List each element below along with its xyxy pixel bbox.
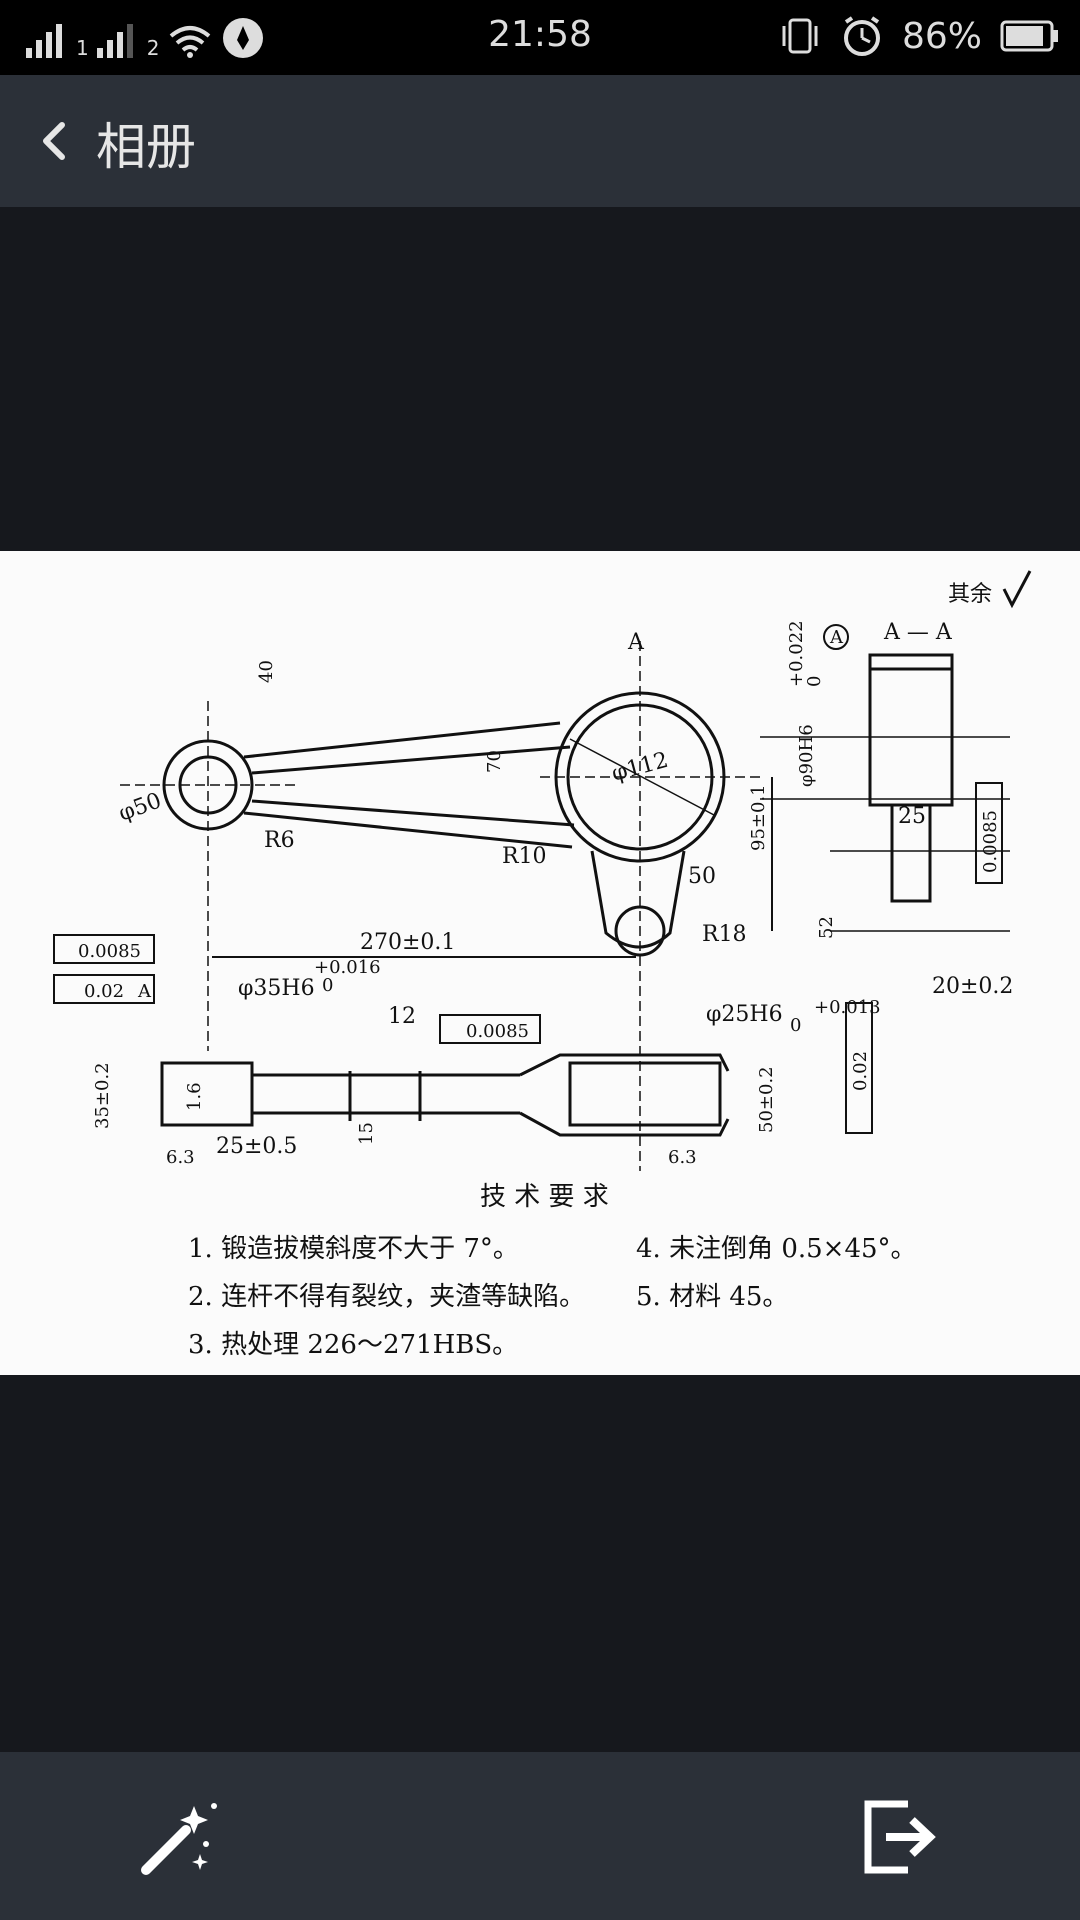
dim-40: 40 (256, 660, 277, 683)
battery-percent: 86% (901, 15, 982, 57)
dim-270: 270±0.1 (360, 930, 455, 955)
requirements-title: 技 术 要 求 (480, 1182, 609, 1212)
dim-phi35-up: +0.016 (314, 957, 381, 978)
front-section-view (160, 1053, 730, 1137)
connecting-rod-drawing: 其余 A — A (53, 570, 1032, 1360)
tol-frame-1 (53, 934, 155, 964)
tol-value-3: 0.0085 (466, 1021, 529, 1042)
sim1-label: 1 (76, 36, 89, 60)
dim-95: 95±0.1 (748, 784, 769, 851)
tol-value-5: 0.02 (850, 1051, 871, 1091)
dim-25: 25 (898, 804, 926, 829)
notification-icon (223, 18, 264, 58)
datum-a-circle: A (829, 627, 844, 648)
dim-50-02: 50±0.2 (756, 1066, 777, 1133)
dim-52: 52 (816, 916, 837, 939)
roughness-check-icon (1002, 570, 1032, 609)
top-app-bar: 相册 (0, 75, 1080, 207)
dim-r6: R6 (264, 828, 295, 853)
clock: 21:58 (488, 14, 592, 55)
tol-frame-3 (439, 1014, 541, 1044)
signal-icon (26, 24, 62, 58)
requirement-2: 2. 连杆不得有裂纹，夹渣等缺陷。 (188, 1282, 585, 1312)
dim-25-05: 25±0.5 (216, 1134, 297, 1159)
datum-a-top: A (627, 630, 645, 655)
dim-phi35: φ35H6 (238, 976, 315, 1001)
signal-icon-2 (96, 24, 133, 58)
requirement-5: 5. 材料 45。 (636, 1282, 788, 1312)
dim-phi90-lo: 0 (804, 676, 825, 687)
dim-phi25: φ25H6 (706, 1002, 783, 1027)
status-right: 86% (778, 14, 1060, 58)
tol-frame-2 (53, 974, 155, 1004)
roughness-6-3-a: 6.3 (166, 1147, 195, 1168)
alarm-icon (843, 16, 880, 56)
section-aa-view (760, 624, 1010, 932)
status-bar: 1 2 21:58 (0, 0, 1080, 75)
sim2-label: 2 (146, 36, 160, 60)
dim-phi35-lo: 0 (322, 975, 333, 996)
tol-value-2: 0.02 (84, 981, 124, 1002)
dim-12: 12 (388, 1004, 416, 1029)
surface-other-label: 其余 (948, 582, 992, 607)
dim-70: 70 (484, 750, 505, 773)
bottom-toolbar (0, 1752, 1080, 1920)
dim-phi25-up: +0.013 (814, 997, 881, 1018)
section-label: A — A (883, 620, 953, 645)
dim-phi25-lo: 0 (790, 1015, 801, 1036)
dim-50: 50 (688, 864, 716, 889)
dim-15: 15 (356, 1122, 377, 1145)
roughness-6-3-b: 6.3 (668, 1147, 697, 1168)
signal-area: 1 2 (26, 16, 265, 60)
magic-wand-icon[interactable] (134, 1792, 224, 1882)
export-icon[interactable] (856, 1792, 946, 1882)
dim-phi90-up: +0.022 (786, 620, 807, 687)
image-viewer[interactable]: 其余 A — A (0, 207, 1080, 1752)
dim-20: 20±0.2 (932, 974, 1013, 999)
requirement-4: 4. 未注倒角 0.5×45°。 (636, 1234, 917, 1264)
tol-frame-4 (975, 782, 1003, 884)
vibrate-icon (782, 18, 818, 54)
requirement-3: 3. 热处理 226～271HBS。 (188, 1330, 518, 1360)
dim-1-6: 1.6 (184, 1082, 205, 1111)
tol-value-4: 0.0085 (980, 810, 1001, 873)
wifi-icon (170, 26, 211, 58)
battery-icon (1000, 20, 1058, 52)
dim-phi90: φ90H6 (796, 724, 817, 787)
main-view (120, 641, 773, 1171)
tol-value-1: 0.0085 (78, 941, 141, 962)
tol-frame-5 (845, 1002, 873, 1134)
dim-35: 35±0.2 (92, 1062, 113, 1129)
dim-r18: R18 (702, 922, 747, 947)
tol-ref-2: A (137, 981, 152, 1002)
dim-r10: R10 (502, 844, 547, 869)
page-title: 相册 (96, 118, 196, 176)
back-arrow-icon[interactable] (28, 113, 84, 169)
dim-phi50: φ50 (116, 788, 165, 826)
engineering-drawing-image[interactable]: 其余 A — A (0, 551, 1080, 1375)
requirement-1: 1. 锻造拔模斜度不大于 7°。 (188, 1234, 519, 1264)
